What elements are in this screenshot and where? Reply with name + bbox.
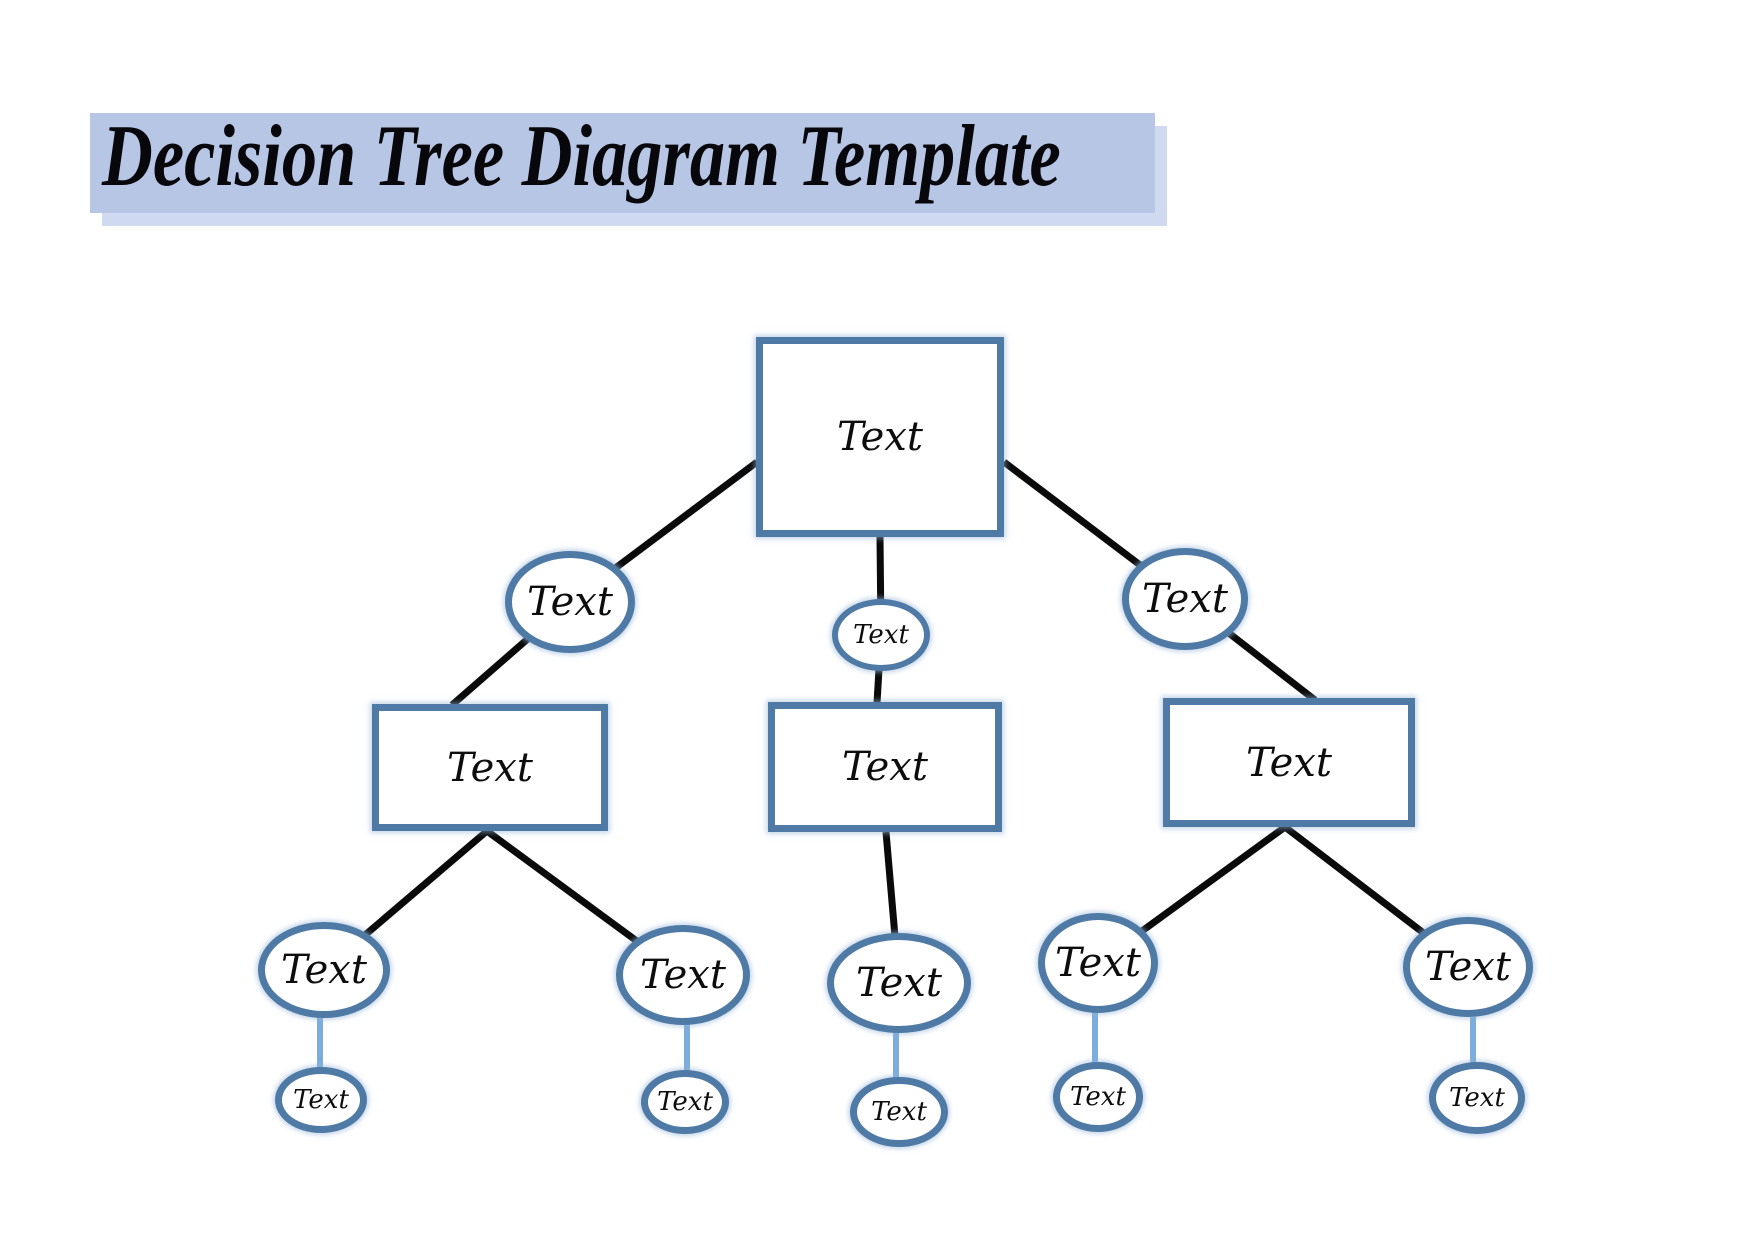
node-leaf-2[interactable]: Text xyxy=(616,925,750,1025)
node-box-left[interactable]: Text xyxy=(372,704,608,831)
node-leaf-1[interactable]: Text xyxy=(258,922,390,1018)
node-branch-left[interactable]: Text xyxy=(505,551,635,653)
node-leaf-3[interactable]: Text xyxy=(827,933,971,1033)
node-leaf-5[interactable]: Text xyxy=(1403,917,1533,1017)
node-leaf-2-label: Text xyxy=(640,952,726,998)
node-leaf-1-label: Text xyxy=(281,947,367,993)
node-box-center[interactable]: Text xyxy=(768,702,1002,832)
node-sub-leaf-1-label: Text xyxy=(293,1085,349,1115)
node-branch-center-label: Text xyxy=(853,620,909,650)
node-leaf-3-label: Text xyxy=(856,960,942,1006)
node-leaf-4[interactable]: Text xyxy=(1038,913,1158,1013)
node-root[interactable]: Text xyxy=(756,337,1004,537)
node-sub-leaf-3-label: Text xyxy=(871,1097,927,1127)
node-sub-leaf-5-label: Text xyxy=(1449,1083,1505,1113)
node-sub-leaf-2-label: Text xyxy=(657,1087,713,1117)
node-branch-center[interactable]: Text xyxy=(832,599,930,671)
node-branch-right[interactable]: Text xyxy=(1122,548,1248,650)
node-branch-left-label: Text xyxy=(527,579,613,625)
page-title: Decision Tree Diagram Template xyxy=(102,108,1061,205)
node-sub-leaf-3[interactable]: Text xyxy=(850,1077,948,1147)
node-box-right-label: Text xyxy=(1246,739,1332,786)
node-box-right[interactable]: Text xyxy=(1163,698,1415,827)
node-box-left-label: Text xyxy=(447,744,533,791)
node-sub-leaf-4-label: Text xyxy=(1070,1082,1126,1112)
node-branch-right-label: Text xyxy=(1142,576,1228,622)
node-root-label: Text xyxy=(837,414,923,460)
node-leaf-4-label: Text xyxy=(1055,940,1141,986)
node-sub-leaf-5[interactable]: Text xyxy=(1429,1062,1525,1134)
title-banner xyxy=(90,113,1155,213)
node-box-center-label: Text xyxy=(842,744,928,790)
node-sub-leaf-1[interactable]: Text xyxy=(275,1067,367,1133)
node-sub-leaf-2[interactable]: Text xyxy=(641,1070,729,1134)
node-leaf-5-label: Text xyxy=(1425,944,1511,990)
node-sub-leaf-4[interactable]: Text xyxy=(1053,1062,1143,1132)
